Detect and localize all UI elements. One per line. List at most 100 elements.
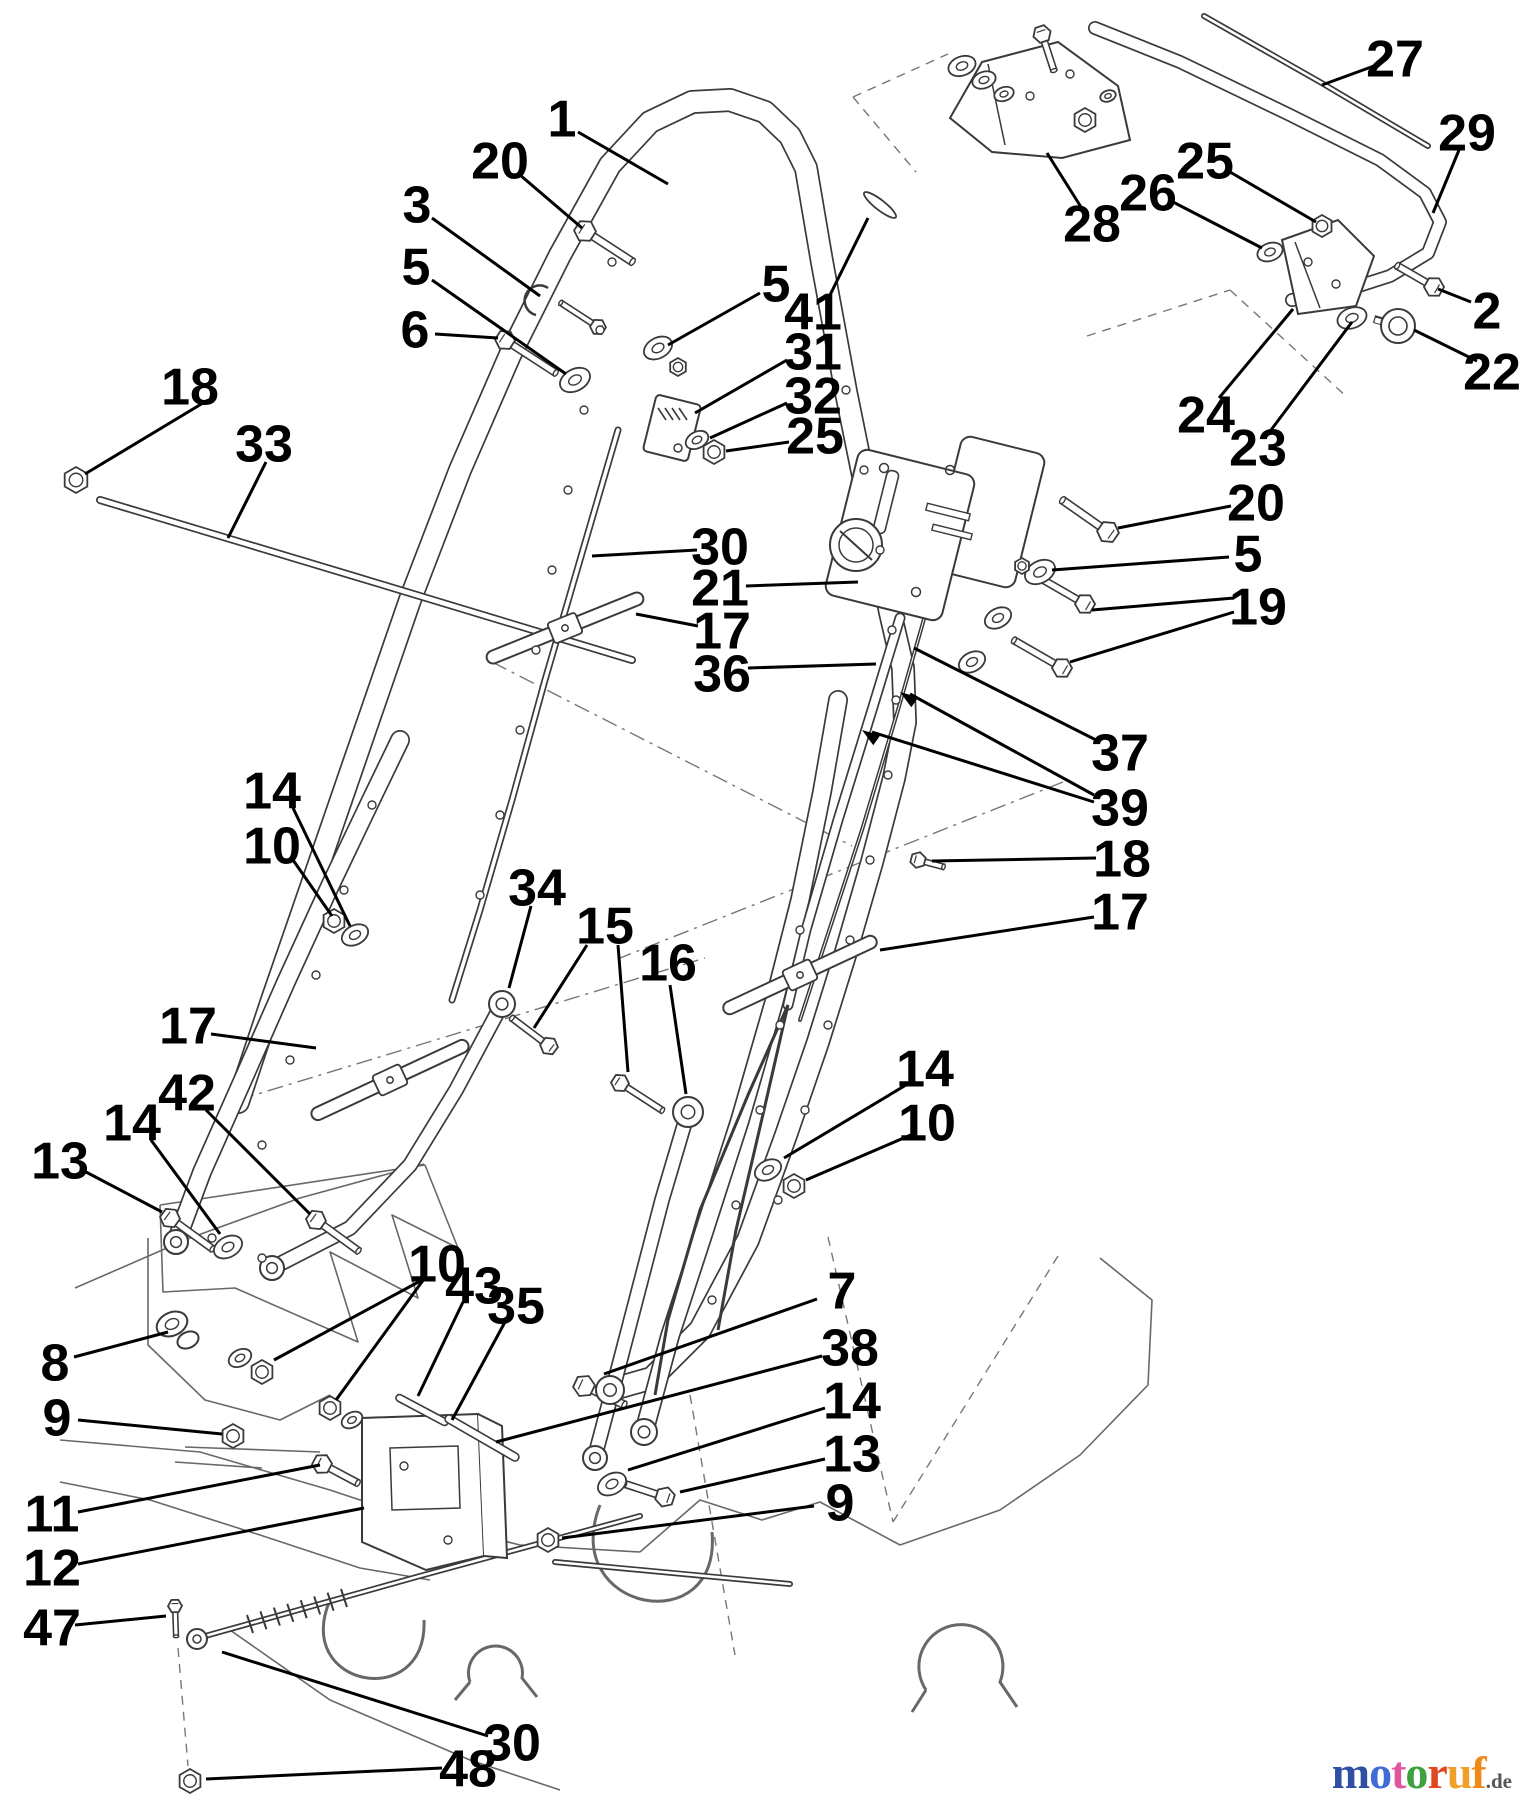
flat-washer bbox=[947, 54, 977, 78]
hex-bolt bbox=[166, 1598, 184, 1639]
wire-loop-a bbox=[321, 1599, 426, 1680]
callout-39: 39 bbox=[1091, 780, 1149, 838]
hex-nut bbox=[1073, 106, 1097, 134]
callout-1: 1 bbox=[548, 91, 577, 149]
leader-line-14 bbox=[627, 1406, 826, 1472]
control-housing-21 bbox=[824, 435, 1046, 622]
hex-bolt bbox=[1058, 495, 1120, 543]
callout-14: 14 bbox=[823, 1373, 881, 1431]
left-link-arm bbox=[264, 996, 510, 1276]
leader-lines bbox=[73, 64, 1478, 1781]
bolts bbox=[158, 24, 1446, 1639]
brackets bbox=[361, 40, 1376, 1572]
hex-bolt bbox=[508, 1014, 559, 1056]
callout-22: 22 bbox=[1463, 344, 1521, 402]
hex-bolt bbox=[909, 851, 946, 871]
hex-nut bbox=[250, 1358, 274, 1386]
callout-29: 29 bbox=[1438, 105, 1496, 163]
washers bbox=[213, 54, 1368, 1497]
handle-clamp-knob bbox=[722, 934, 878, 1016]
cable-hook-3 bbox=[523, 284, 549, 317]
callout-12: 12 bbox=[23, 1540, 81, 1598]
cable-spring bbox=[246, 1588, 348, 1634]
construction-lines bbox=[177, 53, 1349, 1767]
leader-line-31 bbox=[694, 358, 788, 415]
leader-line-29 bbox=[1431, 149, 1461, 214]
leader-line-39 bbox=[909, 692, 1095, 797]
leader-line-1 bbox=[577, 130, 669, 186]
hex-nut bbox=[318, 1394, 342, 1422]
cable-39a bbox=[653, 1004, 790, 1396]
flat-washer bbox=[1024, 558, 1056, 586]
callout-14: 14 bbox=[103, 1095, 161, 1153]
flat-washer bbox=[993, 85, 1015, 103]
handle-clamp-knob bbox=[485, 591, 645, 665]
callout-20: 20 bbox=[471, 133, 529, 191]
callout-21: 21 bbox=[691, 560, 749, 618]
tube-eyelets bbox=[163, 990, 704, 1471]
leader-line-14 bbox=[291, 807, 352, 927]
mower-deck-outline bbox=[59, 1163, 1153, 1791]
callout-5: 5 bbox=[762, 256, 791, 314]
hex-nut bbox=[322, 907, 346, 935]
flat-washer bbox=[1099, 89, 1117, 103]
leader-line-18 bbox=[931, 856, 1097, 863]
flat-washer bbox=[1256, 241, 1284, 263]
callout-5: 5 bbox=[402, 239, 431, 297]
callout-10: 10 bbox=[243, 818, 301, 876]
knob-bolt-22 bbox=[1372, 308, 1416, 344]
flat-washer bbox=[227, 1347, 253, 1369]
hex-bolt bbox=[310, 1454, 361, 1488]
leader-line-43 bbox=[416, 1301, 465, 1397]
callout-18: 18 bbox=[161, 359, 219, 417]
callout-6: 6 bbox=[401, 302, 430, 360]
upper-cross-bar bbox=[1088, 21, 1447, 307]
leader-line-42 bbox=[204, 1108, 312, 1216]
leader-line-39 bbox=[871, 730, 1095, 804]
leader-line-10 bbox=[291, 859, 334, 917]
handle-rod-27 bbox=[1201, 13, 1431, 149]
callout-10: 10 bbox=[408, 1236, 466, 1294]
wear-strips bbox=[395, 1393, 520, 1462]
leader-line-20 bbox=[519, 173, 583, 230]
callout-11: 11 bbox=[25, 1486, 80, 1544]
leader-line-12 bbox=[77, 1506, 365, 1566]
logo-letter: r bbox=[1427, 1747, 1447, 1798]
callout-23: 23 bbox=[1229, 420, 1287, 478]
leader-line-48 bbox=[205, 1766, 443, 1781]
leader-line-33 bbox=[226, 461, 268, 539]
leader-line-5 bbox=[667, 291, 761, 347]
leader-line-7 bbox=[603, 1297, 818, 1376]
flat-washer bbox=[213, 1234, 243, 1260]
callout-8: 8 bbox=[41, 1335, 70, 1393]
leader-line-18 bbox=[84, 398, 209, 476]
hex-nut bbox=[1311, 213, 1333, 239]
leader-line-20 bbox=[1117, 504, 1232, 530]
logo-tld: .de bbox=[1485, 1769, 1512, 1793]
flat-washer bbox=[957, 650, 987, 674]
callout-48: 48 bbox=[439, 1741, 497, 1799]
leader-line-35 bbox=[450, 1321, 507, 1421]
leader-line-34 bbox=[507, 905, 533, 989]
handle-clamps bbox=[310, 591, 878, 1122]
callout-3: 3 bbox=[403, 177, 432, 235]
flat-washer bbox=[684, 429, 710, 451]
callout-16: 16 bbox=[639, 935, 697, 993]
flat-washer bbox=[1336, 306, 1368, 330]
leader-line-10 bbox=[273, 1277, 425, 1362]
callout-numbers: 1203561833541313225272925262822224232051… bbox=[23, 31, 1521, 1799]
leader-line-15 bbox=[616, 944, 630, 1073]
flat-washer bbox=[597, 1471, 627, 1497]
flat-washer bbox=[983, 606, 1013, 630]
logo-letter: f bbox=[1471, 1747, 1486, 1798]
callout-37: 37 bbox=[1091, 725, 1149, 783]
hex-nut bbox=[536, 1526, 560, 1554]
callout-18: 18 bbox=[1093, 831, 1151, 889]
hex-bolt bbox=[609, 1074, 666, 1115]
callout-34: 34 bbox=[508, 860, 566, 918]
leader-line-16 bbox=[668, 984, 688, 1095]
handle-slot-41 bbox=[863, 191, 897, 219]
callout-25: 25 bbox=[786, 408, 844, 466]
leader-line-25 bbox=[1229, 170, 1317, 224]
